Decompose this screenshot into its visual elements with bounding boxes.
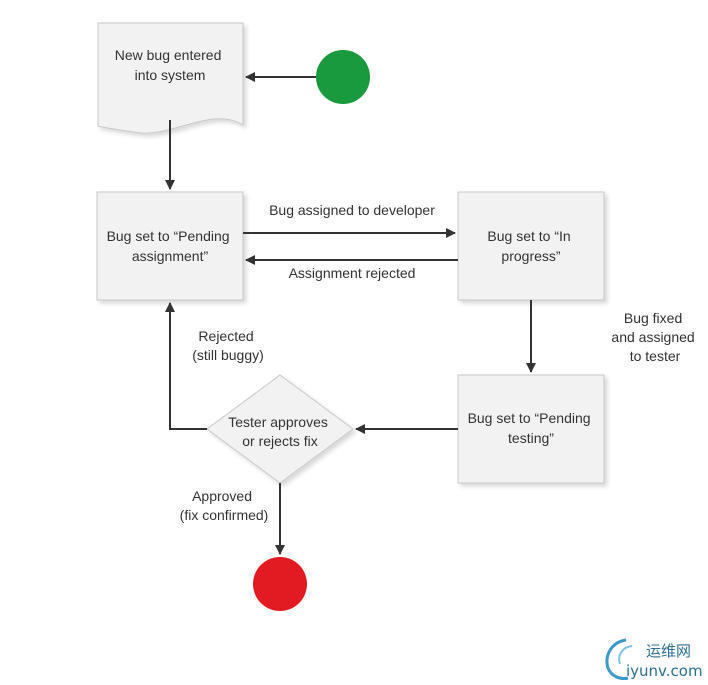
assigned-label: Bug assigned to developer: [269, 202, 435, 218]
pending-testing-line-2: testing”: [508, 430, 554, 446]
new-bug-document: New bug entered into system: [97, 22, 244, 134]
decision-line-2: or rejects fix: [242, 433, 317, 449]
fixed-line-1: Bug fixed: [624, 310, 682, 326]
pending-testing-box: Bug set to “Pending testing”: [457, 374, 605, 484]
watermark-logo: 运维网 iyunv.com: [605, 638, 703, 680]
watermark-domain-text: iyunv.com: [626, 662, 703, 680]
new-bug-line-2: into system: [135, 67, 206, 83]
approved-line-1: Approved: [192, 488, 252, 504]
rejected-buggy-arrow: [165, 302, 207, 430]
watermark-cn-text: 运维网: [646, 642, 691, 660]
rejected-buggy-line-1: Rejected: [198, 328, 253, 344]
assigned-label-line-1: Bug assigned to developer: [269, 202, 435, 218]
pending-assignment-line-2: assignment”: [132, 248, 209, 264]
new-bug-label: New bug entered into system: [115, 47, 226, 83]
in-progress-box: Bug set to “In progress”: [457, 191, 605, 301]
rejected-assignment-label: Assignment rejected: [289, 265, 416, 281]
rejected-buggy-line-2: (still buggy): [192, 347, 264, 363]
in-progress-line-2: progress”: [501, 248, 560, 264]
pending-assignment-box: Bug set to “Pending assignment”: [96, 191, 244, 301]
logo-swirl-icon: [605, 638, 633, 680]
in-progress-label: Bug set to “In progress”: [487, 228, 574, 264]
tester-decision-diamond: Tester approves or rejects fix: [206, 374, 354, 484]
rejected-assignment-line-1: Assignment rejected: [289, 265, 416, 281]
fixed-line-3: to tester: [630, 348, 681, 364]
approved-label: Approved (fix confirmed): [180, 488, 269, 523]
pending-testing-line-1: Bug set to “Pending: [468, 410, 591, 426]
rejected-buggy-label: Rejected (still buggy): [192, 328, 264, 363]
start-node: [316, 50, 370, 104]
pending-assignment-line-1: Bug set to “Pending: [107, 228, 230, 244]
approved-line-2: (fix confirmed): [180, 507, 269, 523]
in-progress-line-1: Bug set to “In: [487, 228, 570, 244]
decision-label: Tester approves or rejects fix: [228, 414, 332, 449]
fixed-label: Bug fixed and assigned to tester: [611, 310, 698, 364]
new-bug-line-1: New bug entered: [115, 47, 222, 63]
decision-line-1: Tester approves: [228, 414, 328, 430]
pending-assignment-label: Bug set to “Pending assignment”: [107, 228, 234, 264]
pending-testing-label: Bug set to “Pending testing”: [468, 410, 595, 446]
end-node: [253, 557, 307, 611]
fixed-line-2: and assigned: [611, 329, 694, 345]
